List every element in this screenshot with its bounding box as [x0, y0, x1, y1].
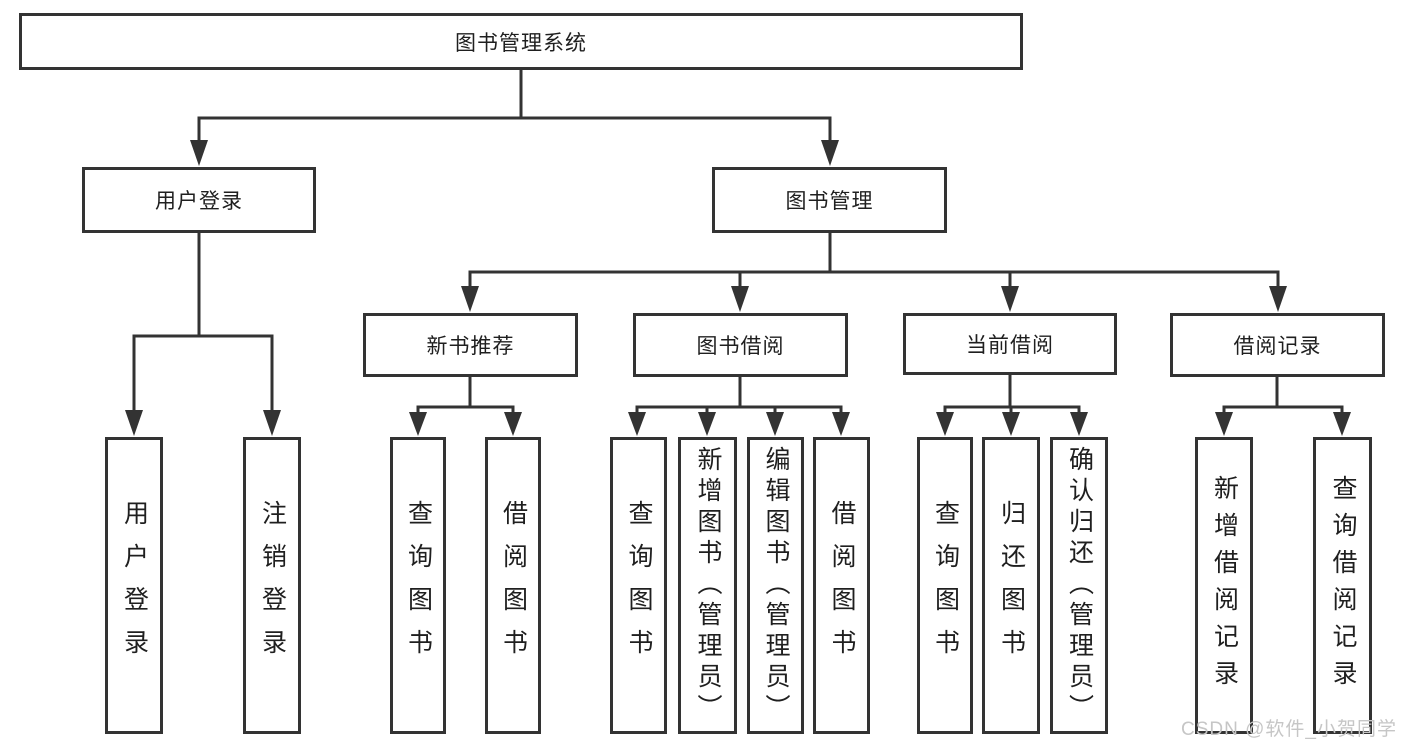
- leaf-borrow-books-1: 借阅图书: [485, 437, 541, 734]
- node-label: 借阅记录: [1233, 335, 1322, 358]
- leaf-logout: 注销登录: [243, 437, 301, 734]
- connector-arrowhead: [409, 412, 427, 436]
- connector-arrowhead: [821, 140, 839, 166]
- node-label: 当前借阅: [966, 334, 1054, 357]
- node-label: 查询图书: [625, 499, 653, 672]
- node-label: 用户登录: [120, 499, 149, 672]
- csdn-watermark: CSDN @软件_小贺同学: [1181, 719, 1397, 740]
- connector-arrowhead: [731, 286, 749, 312]
- connector-arrowhead: [832, 412, 850, 436]
- leaf-query-books-1: 查询图书: [390, 437, 446, 734]
- node-label: 借阅图书: [499, 499, 528, 672]
- node-label: 确认归还（管理员）: [1065, 446, 1094, 725]
- connector-arrowhead: [461, 286, 479, 312]
- node-book-management: 图书管理: [712, 167, 947, 233]
- connector-bookborrow-to-leaves: [628, 377, 850, 436]
- node-label: 新增图书（管理员）: [694, 446, 722, 725]
- connector-borrowrecords-to-leaves: [1215, 376, 1351, 436]
- connector-arrowhead: [628, 412, 646, 436]
- node-label: 图书借阅: [696, 335, 785, 358]
- connector-arrowhead: [125, 410, 143, 436]
- node-current-borrow: 当前借阅: [903, 313, 1117, 375]
- leaf-query-books-3: 查询图书: [917, 437, 973, 734]
- connector-arrowhead: [1333, 412, 1351, 436]
- node-label: 注销登录: [258, 499, 287, 672]
- connector-root-to-level2: [190, 70, 839, 166]
- connector-arrowhead: [1070, 412, 1088, 436]
- node-label: 用户登录: [155, 190, 243, 213]
- node-label: 新书推荐: [426, 335, 515, 358]
- leaf-edit-books-admin: 编辑图书（管理员）: [747, 437, 804, 734]
- node-new-book-recommend: 新书推荐: [363, 313, 578, 377]
- connector-arrowhead: [1269, 286, 1287, 312]
- node-book-borrow: 图书借阅: [633, 313, 848, 377]
- connector-newbook-to-leaves: [409, 377, 522, 436]
- node-label: 查询图书: [404, 499, 433, 672]
- node-label: 图书管理系统: [455, 31, 587, 55]
- leaf-add-books-admin: 新增图书（管理员）: [678, 437, 737, 734]
- node-borrow-records: 借阅记录: [1170, 313, 1385, 377]
- connector-arrowhead: [1002, 412, 1020, 436]
- leaf-query-borrow-record: 查询借阅记录: [1313, 437, 1372, 734]
- connector-userlogin-to-leaves: [125, 233, 281, 436]
- connector-arrowhead: [1001, 286, 1019, 312]
- node-label: 借阅图书: [828, 499, 856, 672]
- node-label: 查询借阅记录: [1329, 474, 1357, 697]
- connector-arrowhead: [190, 140, 208, 166]
- node-label: 新增借阅记录: [1210, 474, 1239, 697]
- leaf-return-books: 归还图书: [982, 437, 1040, 734]
- node-label: 图书管理: [785, 190, 874, 213]
- node-system-root: 图书管理系统: [19, 13, 1023, 70]
- leaf-query-books-2: 查询图书: [610, 437, 667, 734]
- connector-arrowhead: [504, 412, 522, 436]
- node-label: 编辑图书（管理员）: [762, 446, 790, 725]
- node-label: 查询图书: [931, 499, 960, 672]
- connector-currentborrow-to-leaves: [936, 375, 1088, 436]
- connector-bookmgmt-to-level3: [461, 233, 1287, 312]
- node-user-login: 用户登录: [82, 167, 316, 233]
- connector-arrowhead: [1215, 412, 1233, 436]
- leaf-add-borrow-record: 新增借阅记录: [1195, 437, 1253, 734]
- connector-arrowhead: [698, 412, 716, 436]
- leaf-user-login: 用户登录: [105, 437, 163, 734]
- connector-arrowhead: [766, 412, 784, 436]
- connector-arrowhead: [936, 412, 954, 436]
- connector-arrowhead: [263, 410, 281, 436]
- leaf-confirm-return-admin: 确认归还（管理员）: [1050, 437, 1108, 734]
- node-label: 归还图书: [997, 499, 1026, 672]
- leaf-borrow-books-2: 借阅图书: [813, 437, 870, 734]
